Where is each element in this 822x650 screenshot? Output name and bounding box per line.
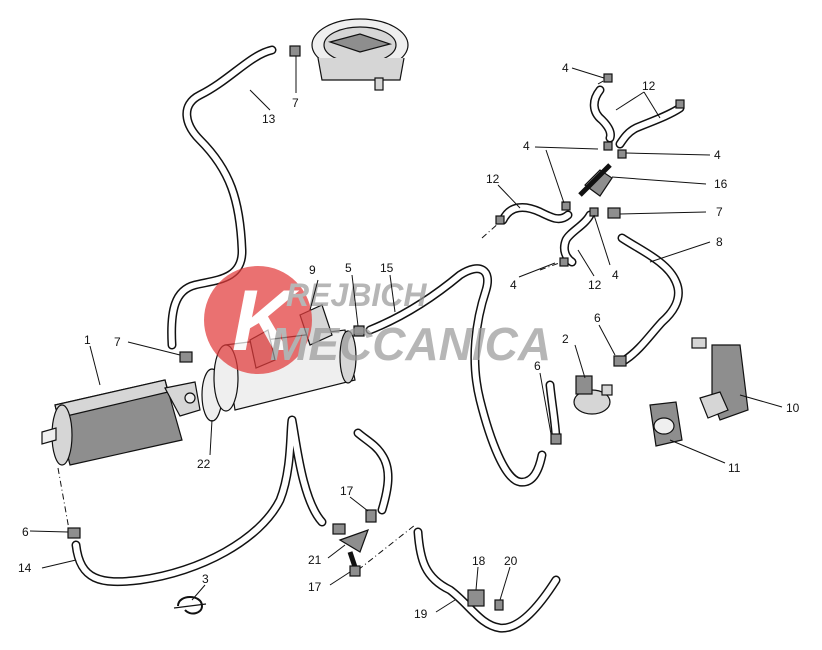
y-fitting-21: [338, 529, 369, 571]
hose-12-upper-left-inner: [591, 87, 614, 141]
watermark-line2: MECCANICA: [270, 318, 551, 370]
part-10: [691, 337, 749, 421]
part-11: [649, 401, 683, 447]
fitting-17-bottom: [349, 565, 361, 577]
clamp-7-left: [179, 351, 193, 363]
label-2: 2: [562, 332, 569, 346]
watermark-line1: REJBICH: [286, 277, 427, 313]
clamps: [67, 45, 685, 611]
clamp-4-mid: [603, 141, 613, 151]
label-7-left: 7: [114, 335, 121, 349]
hoses: [71, 45, 685, 633]
leader-lines: [29, 56, 783, 613]
fitting-17-top: [365, 509, 377, 523]
clamp-4-bottom: [559, 257, 569, 267]
label-16: 16: [714, 177, 728, 191]
label-8: 8: [716, 235, 723, 249]
watermark: K REJBICH MECCANICA: [204, 266, 551, 374]
hose-12-lower-inner: [561, 212, 593, 265]
hose-19-inner: [415, 529, 559, 632]
label-22: 22: [197, 457, 211, 471]
label-1: 1: [84, 333, 91, 347]
clamp-hose-14-end: [332, 523, 346, 535]
label-5: 5: [345, 261, 352, 275]
clamp-4-mid-right: [617, 149, 627, 159]
clamp-7-right: [607, 207, 621, 219]
clamp-4-top: [603, 73, 613, 83]
label-4-mid-right: 4: [714, 148, 721, 162]
centerline-1: [57, 467, 71, 536]
label-7-right: 7: [716, 205, 723, 219]
label-11: 11: [728, 461, 741, 475]
label-20: 20: [504, 554, 518, 568]
watermark-logo: [204, 266, 312, 374]
label-13: 13: [262, 112, 276, 126]
label-4-lower-left: 4: [510, 278, 517, 292]
label-9: 9: [309, 263, 316, 277]
label-6-left: 6: [22, 525, 29, 539]
clamp-4-lower: [589, 207, 599, 217]
label-6-right: 6: [594, 311, 601, 325]
hose-12-left-inner: [500, 204, 571, 223]
label-4-lower-right: 4: [612, 268, 619, 282]
valve-2: [573, 375, 613, 415]
clamp-6-left: [67, 527, 81, 539]
clamp-7-top: [289, 45, 301, 57]
cross-fitting-16: [578, 163, 613, 197]
hose-14-inner: [73, 417, 325, 585]
canister-1: [41, 379, 201, 466]
label-12-left: 12: [486, 172, 500, 186]
clamp-4-right: [675, 99, 685, 109]
label-15: 15: [380, 261, 394, 275]
hose-21-upper-inner: [355, 430, 391, 513]
label-19: 19: [414, 607, 428, 621]
label-18: 18: [472, 554, 486, 568]
clamp-4-far-left: [495, 215, 505, 225]
part-labels: 1 2 3 4 4 4 4 4 5 6 6 6 7 7 7 8 9 10 11 …: [18, 61, 800, 621]
screw-20: [494, 599, 504, 611]
label-17-top: 17: [340, 484, 354, 498]
clamp-4-left: [561, 201, 571, 211]
hose-12-upper-right-inner: [617, 105, 683, 147]
clamp-6-bottom: [550, 433, 562, 445]
label-7-top: 7: [292, 96, 299, 110]
clamp-6-right: [613, 355, 627, 367]
part-18: [467, 589, 485, 607]
hose-8-inner: [619, 235, 682, 363]
fuel-tank-cap: [311, 18, 409, 91]
label-6-center: 6: [534, 359, 541, 373]
label-10: 10: [786, 401, 800, 415]
label-14: 14: [18, 561, 32, 575]
hose-13-inner: [168, 47, 275, 348]
label-4-top: 4: [562, 61, 569, 75]
clip-3: [173, 596, 207, 615]
centerline-4: [481, 221, 501, 239]
watermark-logo-letter: K: [232, 273, 300, 369]
label-12-top: 12: [642, 79, 656, 93]
hose-15-inner: [367, 265, 545, 486]
label-12-bottom: 12: [588, 278, 602, 292]
label-4-mid-left: 4: [523, 139, 530, 153]
centerline-5: [539, 261, 563, 271]
label-17-bottom: 17: [308, 580, 322, 594]
label-21: 21: [308, 553, 322, 567]
label-3: 3: [202, 572, 209, 586]
